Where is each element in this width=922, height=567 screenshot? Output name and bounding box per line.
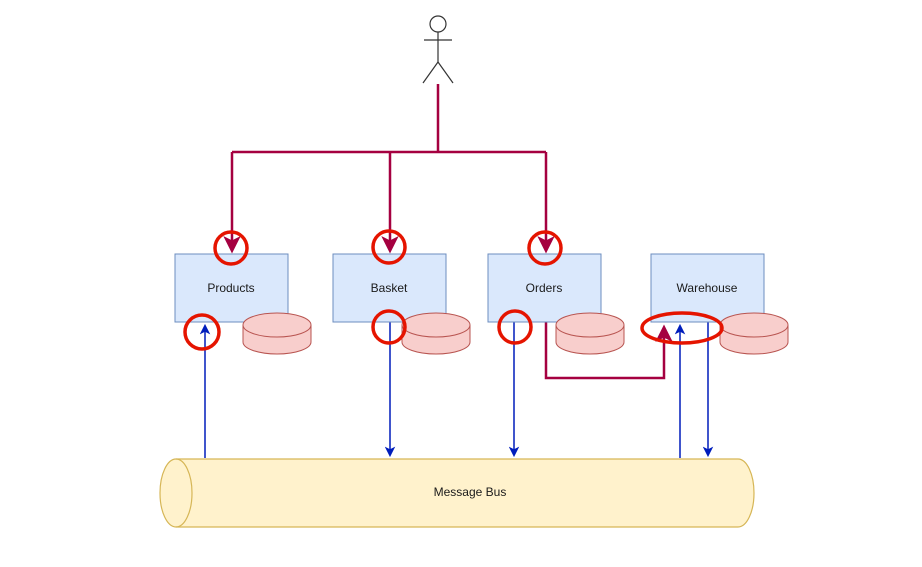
service-box <box>650 253 765 323</box>
highlight-products-event <box>183 313 221 351</box>
orders-database-icon <box>555 312 625 355</box>
user-actor-icon <box>422 15 454 84</box>
highlight-products-in <box>213 230 249 266</box>
service-label: Basket <box>371 281 408 295</box>
highlight-markers <box>183 229 724 351</box>
highlight-warehouse-events <box>640 311 724 345</box>
service-label: Orders <box>526 281 563 295</box>
message-bus: Message Bus <box>159 458 755 528</box>
highlight-basket-event <box>371 309 407 345</box>
service-label: Products <box>207 281 254 295</box>
products-database-icon <box>242 312 312 355</box>
message-bus-body <box>159 458 755 528</box>
user-request-links <box>223 84 673 380</box>
message-bus-label: Message Bus <box>434 485 507 499</box>
service-label: Warehouse <box>677 281 738 295</box>
service-warehouse[interactable]: Warehouse <box>650 253 765 323</box>
highlight-orders-in <box>527 230 563 266</box>
orders-to-warehouse-arrow <box>544 322 673 380</box>
highlight-basket-in <box>371 229 407 265</box>
highlight-orders-event <box>497 309 533 345</box>
warehouse-database-icon <box>719 312 789 355</box>
basket-database-icon <box>401 312 471 355</box>
message-bus-end-cap <box>175 458 193 528</box>
